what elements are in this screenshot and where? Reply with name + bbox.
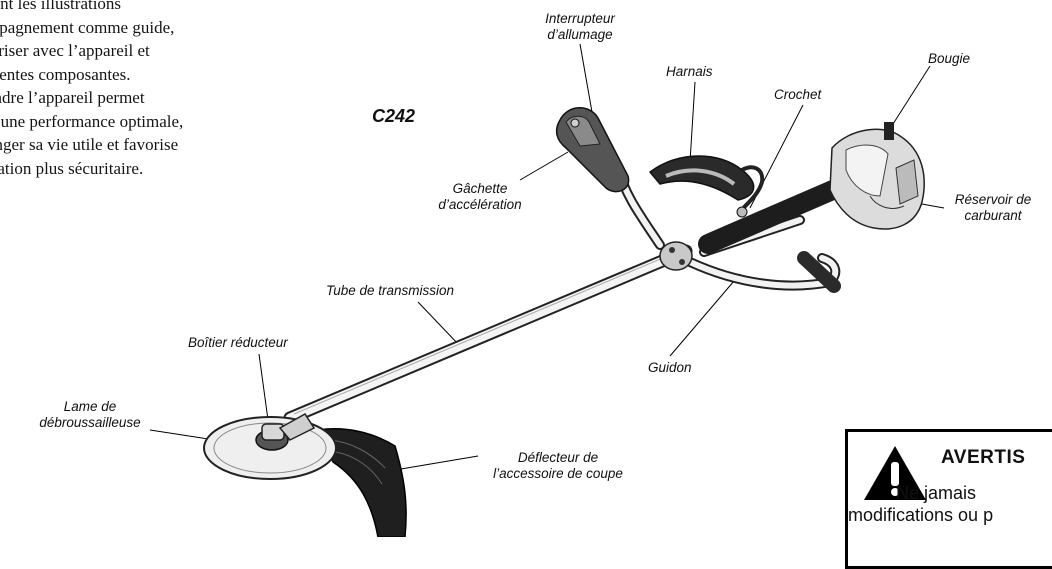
- label-line: Réservoir de: [943, 192, 1043, 208]
- leader-bougie: [893, 66, 930, 124]
- leader-boitier: [259, 354, 268, 420]
- label-line: Déflecteur de: [468, 450, 648, 466]
- drive-tube: [290, 249, 686, 418]
- harness: [650, 156, 762, 217]
- handlebar-clamp: [660, 242, 692, 270]
- label-line: d’accélération: [420, 197, 540, 213]
- warning-line: Ne jamais: [872, 482, 1052, 504]
- label-line: l’accessoire de coupe: [468, 466, 648, 482]
- label-fuel-tank: Réservoir de carburant: [943, 192, 1043, 224]
- label-hook: Crochet: [774, 87, 821, 103]
- label-line: débroussailleuse: [30, 415, 150, 431]
- label-spark-plug: Bougie: [928, 51, 970, 67]
- leader-guidon: [670, 274, 740, 356]
- label-blade: Lame de débroussailleuse: [30, 399, 150, 431]
- label-ignition-switch: Interrupteur d’allumage: [525, 11, 635, 43]
- label-throttle-trigger: Gâchette d’accélération: [420, 181, 540, 213]
- label-drive-tube: Tube de transmission: [326, 283, 454, 299]
- label-line: Interrupteur: [525, 11, 635, 27]
- label-deflector: Déflecteur de l’accessoire de coupe: [468, 450, 648, 482]
- label-line: Lame de: [30, 399, 150, 415]
- warning-title: AVERTIS: [941, 447, 1025, 469]
- brush-cutter-blade: [204, 414, 336, 479]
- label-line: d’allumage: [525, 27, 635, 43]
- label-handlebar: Guidon: [648, 360, 692, 376]
- warning-box: AVERTIS Ne jamais modifications ou p: [845, 429, 1052, 569]
- leader-gachette: [520, 152, 568, 180]
- warning-body: Ne jamais modifications ou p: [872, 482, 1052, 526]
- leader-lame: [150, 430, 215, 440]
- throttle-handle: [557, 108, 629, 192]
- label-line: carburant: [943, 208, 1043, 224]
- leader-deflecteur: [395, 456, 478, 470]
- leader-harnais: [690, 82, 695, 162]
- label-gear-housing: Boîtier réducteur: [188, 335, 288, 351]
- leader-tube: [418, 302, 460, 346]
- label-harness: Harnais: [666, 64, 713, 80]
- warning-line: modifications ou p: [848, 504, 1052, 526]
- engine: [830, 122, 924, 229]
- label-line: Gâchette: [420, 181, 540, 197]
- leader-interrupteur: [580, 44, 592, 112]
